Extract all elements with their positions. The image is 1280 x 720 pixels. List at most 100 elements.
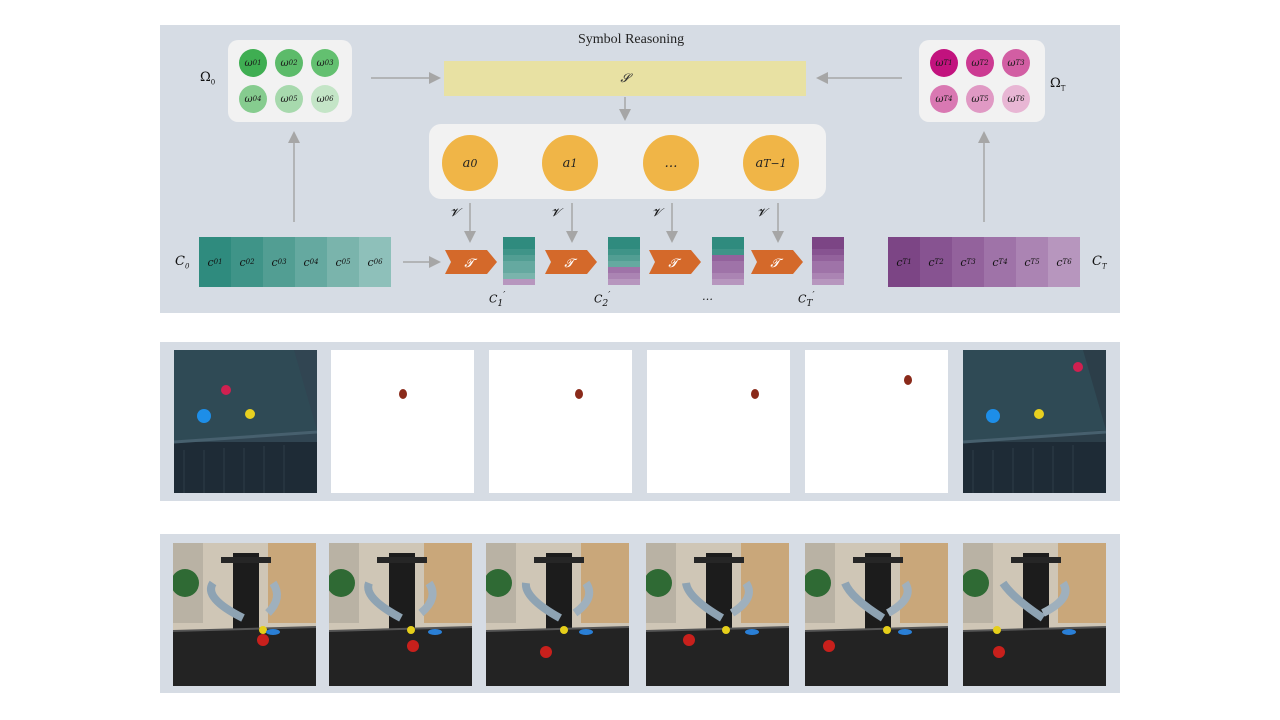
state-band [503,255,535,261]
state-band [503,243,535,249]
state-band [712,249,744,255]
state-band [812,243,844,249]
action-2: … [643,135,699,191]
transition-3: 𝓣 [649,250,701,274]
intermediate-label-2: C2′ [594,290,611,309]
omegaT-label: ΩT [1050,76,1066,93]
scene-start-photo [174,350,317,493]
state-band [503,249,535,255]
state-band [712,267,744,273]
sim-frame-3 [647,350,790,493]
simulation-panel [160,342,1120,501]
transition-4: 𝓣 [751,250,803,274]
state-band [608,237,640,243]
state-band [608,243,640,249]
robot-frame-2 [329,543,472,686]
state-band [812,261,844,267]
state-band [712,255,744,261]
intermediate-label-1: C1′ [489,290,506,309]
v-label-1: 𝓥 [450,206,460,219]
sim-frame-4 [805,350,948,493]
robot-frame-3 [486,543,629,686]
robot-frame-5 [805,543,948,686]
intermediate-label-3: … [702,290,713,303]
v-label-4: 𝓥 [757,206,767,219]
state-band [608,267,640,273]
symbolic-reasoner-bar: 𝓢 [444,61,806,96]
state-band [503,267,535,273]
state-band [503,261,535,267]
c0-label: C0 [175,254,190,271]
v-label-3: 𝓥 [652,206,662,219]
state-band [812,237,844,243]
panel-title: Symbol Reasoning [578,32,685,47]
intermediate-label-4: CT′ [798,290,815,309]
scene-goal-photo [963,350,1106,493]
cT-label: CT [1092,254,1107,271]
state-band [812,273,844,279]
robot-frame-4 [646,543,789,686]
robot-frame-1 [173,543,316,686]
intermediate-state-3 [712,237,744,285]
sim-frame-1 [331,350,474,493]
intermediate-state-2 [608,237,640,285]
state-band [503,237,535,243]
state-band [503,279,535,285]
sim-frame-2 [489,350,632,493]
state-band [812,249,844,255]
state-band [812,255,844,261]
transition-1: 𝓣 [445,250,497,274]
state-band [608,261,640,267]
state-band [812,267,844,273]
state-band [812,279,844,285]
state-band [503,273,535,279]
intermediate-state-1 [503,237,535,285]
state-band [712,237,744,243]
panel-connector-2 [616,501,660,523]
state-band [608,255,640,261]
state-band [608,273,640,279]
intermediate-state-4 [812,237,844,285]
state-band [712,279,744,285]
state-band [608,249,640,255]
omega0-label: Ω0 [200,70,216,87]
state-band [608,279,640,285]
state-band [712,273,744,279]
robot-execution-panel [160,534,1120,693]
state-band [712,261,744,267]
state-band [712,243,744,249]
v-label-2: 𝓥 [551,206,561,219]
robot-frame-6 [963,543,1106,686]
transition-2: 𝓣 [545,250,597,274]
panel-connector-1 [616,313,660,335]
